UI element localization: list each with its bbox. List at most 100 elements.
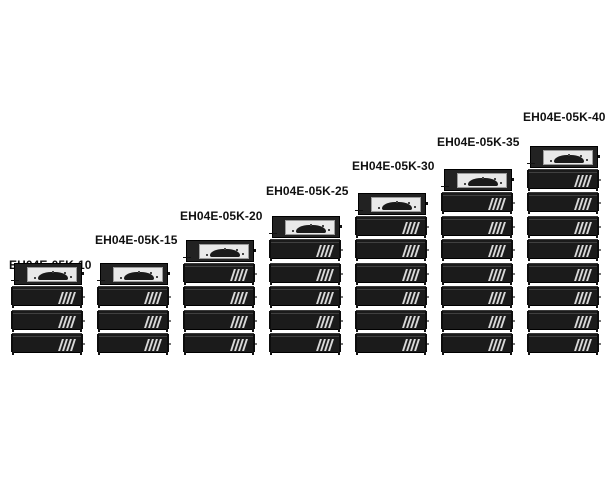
side-marker — [513, 343, 515, 345]
vent-slots-icon — [488, 221, 506, 234]
module-rail — [425, 287, 427, 305]
module-rail — [339, 263, 341, 282]
battery-module — [527, 262, 601, 285]
module-foot — [596, 234, 598, 238]
module-foot — [80, 352, 82, 355]
vent-slots-icon — [574, 315, 592, 328]
side-marker — [513, 202, 515, 204]
battery-module — [355, 333, 429, 355]
vent-slots-icon — [230, 339, 248, 351]
inverter-bracket — [254, 248, 256, 252]
module-foot — [12, 305, 14, 308]
module-foot — [442, 328, 444, 332]
battery-module — [269, 286, 343, 308]
inverter-component — [124, 272, 154, 280]
module-foot — [270, 328, 272, 332]
module-rail — [441, 216, 443, 235]
side-marker — [513, 319, 515, 322]
module-foot — [596, 187, 598, 191]
vent-slots-icon — [144, 292, 162, 304]
module-rail — [597, 334, 599, 352]
stack-label-40: EH04E-05K-40 — [523, 110, 606, 124]
module-rail — [511, 216, 513, 235]
module-rail — [167, 287, 169, 305]
module-foot — [528, 187, 530, 191]
module-foot — [442, 211, 444, 214]
module-seam — [528, 218, 598, 220]
module-foot — [270, 352, 272, 355]
inverter-detail — [64, 272, 66, 274]
battery-module — [97, 333, 171, 355]
module-rail — [253, 287, 255, 305]
module-foot — [596, 352, 598, 355]
module-rail — [81, 310, 83, 329]
battery-module — [441, 192, 515, 214]
battery-module — [527, 309, 601, 332]
module-rail — [527, 216, 529, 235]
module-rail — [339, 310, 341, 329]
module-seam — [184, 289, 254, 290]
module-seam — [442, 312, 512, 314]
module-seam — [356, 312, 426, 314]
inverter-component — [382, 201, 412, 210]
module-foot — [338, 281, 340, 285]
module-rail — [355, 263, 357, 282]
module-foot — [528, 352, 530, 355]
module-seam — [528, 312, 598, 314]
side-marker — [599, 296, 601, 298]
inverter-detail — [322, 225, 324, 227]
module-rail — [167, 310, 169, 329]
battery-module — [269, 333, 343, 355]
module-foot — [356, 305, 358, 308]
vent-slots-icon — [402, 221, 420, 234]
module-seam — [356, 265, 426, 267]
module-rail — [183, 334, 185, 352]
module-seam — [12, 312, 82, 314]
inverter-detail — [236, 248, 238, 251]
module-seam — [528, 242, 598, 243]
side-marker — [169, 319, 171, 322]
module-rail — [597, 287, 599, 305]
module-seam — [98, 289, 168, 290]
module-foot — [528, 305, 530, 308]
vent-slots-icon — [230, 315, 248, 328]
side-marker — [341, 272, 343, 275]
module-foot — [596, 258, 598, 261]
module-foot — [596, 281, 598, 285]
module-seam — [528, 289, 598, 290]
module-seam — [270, 265, 340, 267]
inverter-unit — [355, 192, 428, 215]
vent-slots-icon — [574, 268, 592, 281]
inverter-ledge — [11, 280, 19, 281]
inverter-unit — [441, 169, 514, 191]
module-foot — [528, 211, 530, 214]
battery-module — [441, 215, 515, 238]
inverter-bracket — [340, 225, 342, 228]
module-rail — [597, 310, 599, 329]
module-seam — [98, 312, 168, 314]
module-foot — [442, 281, 444, 285]
side-marker — [513, 225, 515, 228]
module-foot — [510, 258, 512, 261]
module-rail — [355, 216, 357, 235]
stack-label-15: EH04E-05K-15 — [95, 233, 178, 247]
vent-slots-icon — [402, 268, 420, 281]
inverter-window — [285, 220, 335, 235]
inverter-window — [199, 243, 249, 259]
module-rail — [269, 263, 271, 282]
module-seam — [270, 289, 340, 290]
inverter-detail — [482, 177, 484, 179]
inverter-bracket — [82, 272, 84, 275]
module-rail — [11, 334, 13, 352]
module-seam — [12, 336, 82, 337]
module-foot — [424, 305, 426, 308]
module-rail — [339, 334, 341, 352]
battery-module — [269, 262, 343, 285]
module-rail — [511, 334, 513, 352]
module-rail — [183, 287, 185, 305]
module-foot — [166, 328, 168, 332]
inverter-ledge — [355, 209, 363, 211]
inverter-detail — [396, 200, 398, 203]
inverter-detail — [156, 276, 158, 278]
module-seam — [356, 218, 426, 220]
